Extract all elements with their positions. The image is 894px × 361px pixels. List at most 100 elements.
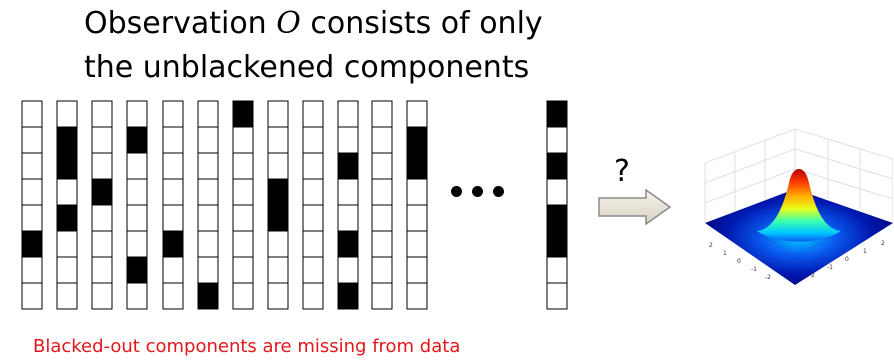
missing-cell [338,283,358,309]
missing-cell [127,127,147,153]
observed-cell [198,205,218,231]
observation-column [22,101,42,309]
ellipsis [451,186,504,197]
observed-cell [233,231,253,257]
observed-cell [233,283,253,309]
observed-cell [22,127,42,153]
observed-cell [407,205,427,231]
missing-cell [127,257,147,283]
observed-cell [303,179,323,205]
observed-cell [22,153,42,179]
missing-cell [547,101,567,127]
observed-cell [303,101,323,127]
missing-cell [547,153,567,179]
observed-cell [303,231,323,257]
observed-cell [547,179,567,205]
missing-cell [92,179,112,205]
observed-cell [92,101,112,127]
observed-cell [163,257,183,283]
observed-cell [338,127,358,153]
missing-cell [268,179,288,205]
missing-cell [407,127,427,153]
missing-cell [338,231,358,257]
observation-column [407,101,427,309]
observed-cell [198,231,218,257]
missing-cell [198,283,218,309]
observed-cell [268,283,288,309]
observed-cell [198,101,218,127]
surface-tick-label: -2 [765,274,771,281]
observed-cell [407,283,427,309]
missing-cell [268,205,288,231]
surface-tick-label: 1 [863,248,867,255]
observed-cell [92,127,112,153]
observed-cell [22,101,42,127]
observed-cell [163,127,183,153]
observed-cell [407,101,427,127]
observed-cell [547,283,567,309]
missing-cell [22,231,42,257]
observed-cell [127,283,147,309]
observed-cell [303,127,323,153]
missing-cell [547,205,567,231]
missing-cell [57,127,77,153]
observed-cell [338,101,358,127]
observation-column [127,101,147,309]
observed-cell [127,205,147,231]
observed-cell [22,205,42,231]
missing-cell [163,231,183,257]
observed-cell [407,257,427,283]
observed-cell [233,153,253,179]
observed-cell [57,283,77,309]
observation-column [163,101,183,309]
observed-cell [372,205,392,231]
observed-cell [338,257,358,283]
observation-grid [0,0,600,330]
missing-cell [547,231,567,257]
observed-cell [407,179,427,205]
observed-cell [268,231,288,257]
observed-cell [268,101,288,127]
observed-cell [92,153,112,179]
observed-cell [127,231,147,257]
observed-cell [303,283,323,309]
observed-cell [127,101,147,127]
observed-cell [372,257,392,283]
caption: Blacked-out components are missing from … [33,336,460,357]
surface-tick-label: 0 [845,256,849,263]
observed-cell [163,101,183,127]
observed-cell [233,257,253,283]
observed-cell [547,257,567,283]
observed-cell [233,127,253,153]
surface-tick-label: -2 [809,272,815,279]
observed-cell [372,127,392,153]
observed-cell [198,127,218,153]
observed-cell [198,257,218,283]
observed-cell [163,153,183,179]
observed-cell [92,283,112,309]
gaussian-surface-plot: 210-1-2-2-1012 [697,99,893,297]
surface-tick-label: 0 [737,258,741,265]
observed-cell [198,153,218,179]
observed-cell [372,231,392,257]
observed-cell [338,179,358,205]
observation-column [547,101,567,309]
question-mark: ? [614,154,630,189]
ellipsis-dot [451,186,462,197]
observed-cell [163,205,183,231]
observed-cell [163,283,183,309]
missing-cell [233,101,253,127]
observed-cell [303,153,323,179]
observation-column [92,101,112,309]
observation-column [372,101,392,309]
observed-cell [372,283,392,309]
surface-tick-label: 2 [709,242,713,249]
missing-cell [57,153,77,179]
observed-cell [22,179,42,205]
observed-cell [372,153,392,179]
observed-cell [127,153,147,179]
observed-cell [338,205,358,231]
observation-column [233,101,253,309]
surface-tick-label: 1 [723,250,727,257]
observed-cell [268,153,288,179]
